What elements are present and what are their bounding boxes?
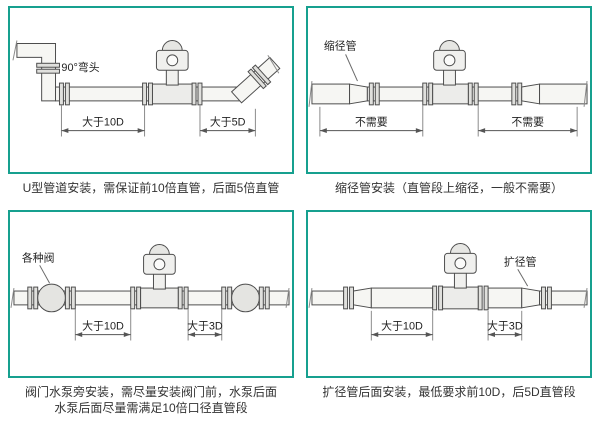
caption-line-1: 阀门水泵旁安装，需尽量安装阀门前，水泵后面 <box>24 385 277 400</box>
flow-meter <box>432 243 489 311</box>
flow-meter <box>422 40 479 106</box>
dimension-left: 不需要 <box>319 104 424 137</box>
dimension-left-label: 不需要 <box>355 116 388 129</box>
panel-u-type: 90°弯头 大于10D 大于5D <box>8 6 294 196</box>
dimension-left-label: 大于10D <box>82 115 124 129</box>
part-label: 缩径管 <box>324 38 357 52</box>
panel-expander-frame: 扩径管 大于10D 大于3D <box>306 210 592 379</box>
panel-u-type-caption: U型管道安装，需保证前10倍直管，后面5倍直管 <box>22 181 280 195</box>
dimension-right: 大于3D <box>187 309 223 341</box>
dimension-left: 大于10D <box>370 311 434 341</box>
valve-left <box>27 283 76 313</box>
panel-reducer-frame: 缩径管 不需要 不需要 <box>306 6 592 174</box>
flow-meter <box>142 40 203 106</box>
panel-u-type-frame: 90°弯头 大于10D 大于5D <box>8 6 294 174</box>
part-callout: 各种阀 <box>22 251 55 284</box>
panel-reducer: 缩径管 不需要 不需要 <box>306 6 592 196</box>
flow-meter <box>130 244 189 310</box>
elbow-left <box>12 40 60 102</box>
dimension-right: 不需要 <box>477 104 578 137</box>
dimension-right: 大于3D <box>487 311 523 341</box>
dimension-right-label: 大于5D <box>210 115 246 129</box>
expander-diagram: 扩径管 大于10D 大于3D <box>308 243 588 341</box>
dimension-right-label: 大于3D <box>187 319 223 333</box>
valve-pump-diagram: 各种阀 大于10D 大于3D <box>10 244 290 341</box>
panel-valve-pump-frame: 各种阀 大于10D 大于3D <box>8 210 294 379</box>
part-label: 各种阀 <box>22 251 55 265</box>
part-callout: 扩径管 <box>504 254 537 287</box>
panel-expander: 扩径管 大于10D 大于3D <box>306 210 592 416</box>
dimension-right-label: 不需要 <box>511 116 544 129</box>
dimension-right: 大于5D <box>199 104 256 137</box>
panel-valve-pump: 各种阀 大于10D 大于3D <box>8 210 294 416</box>
part-label: 90°弯头 <box>61 60 99 74</box>
panel-expander-caption: 扩径管后面安装，最低要求前10D，后5D直管段 <box>322 385 576 400</box>
diagram-grid: 90°弯头 大于10D 大于5D <box>8 6 592 416</box>
reducer-diagram: 缩径管 不需要 不需要 <box>308 38 588 137</box>
part-callout: 缩径管 <box>324 38 358 82</box>
dimension-left: 大于10D <box>60 104 146 137</box>
dimension-right-label: 大于3D <box>487 319 523 333</box>
part-label: 扩径管 <box>504 254 537 268</box>
u-type-diagram: 90°弯头 大于10D 大于5D <box>12 40 281 137</box>
panel-valve-pump-caption: 阀门水泵旁安装，需尽量安装阀门前，水泵后面 水泵后面尽量需满足10倍口径直管段 <box>8 384 294 416</box>
dimension-left: 大于10D <box>74 309 132 341</box>
dimension-left-label: 大于10D <box>381 319 423 333</box>
pipe-assembly <box>308 286 588 310</box>
elbow-right <box>230 54 281 104</box>
panel-reducer-caption: 缩径管安装（直管段上缩径，一般不需要） <box>334 181 563 195</box>
dimension-left-label: 大于10D <box>82 319 124 333</box>
caption-line-2: 水泵后面尽量需满足10倍口径直管段 <box>54 401 248 416</box>
valve-right <box>221 283 270 313</box>
